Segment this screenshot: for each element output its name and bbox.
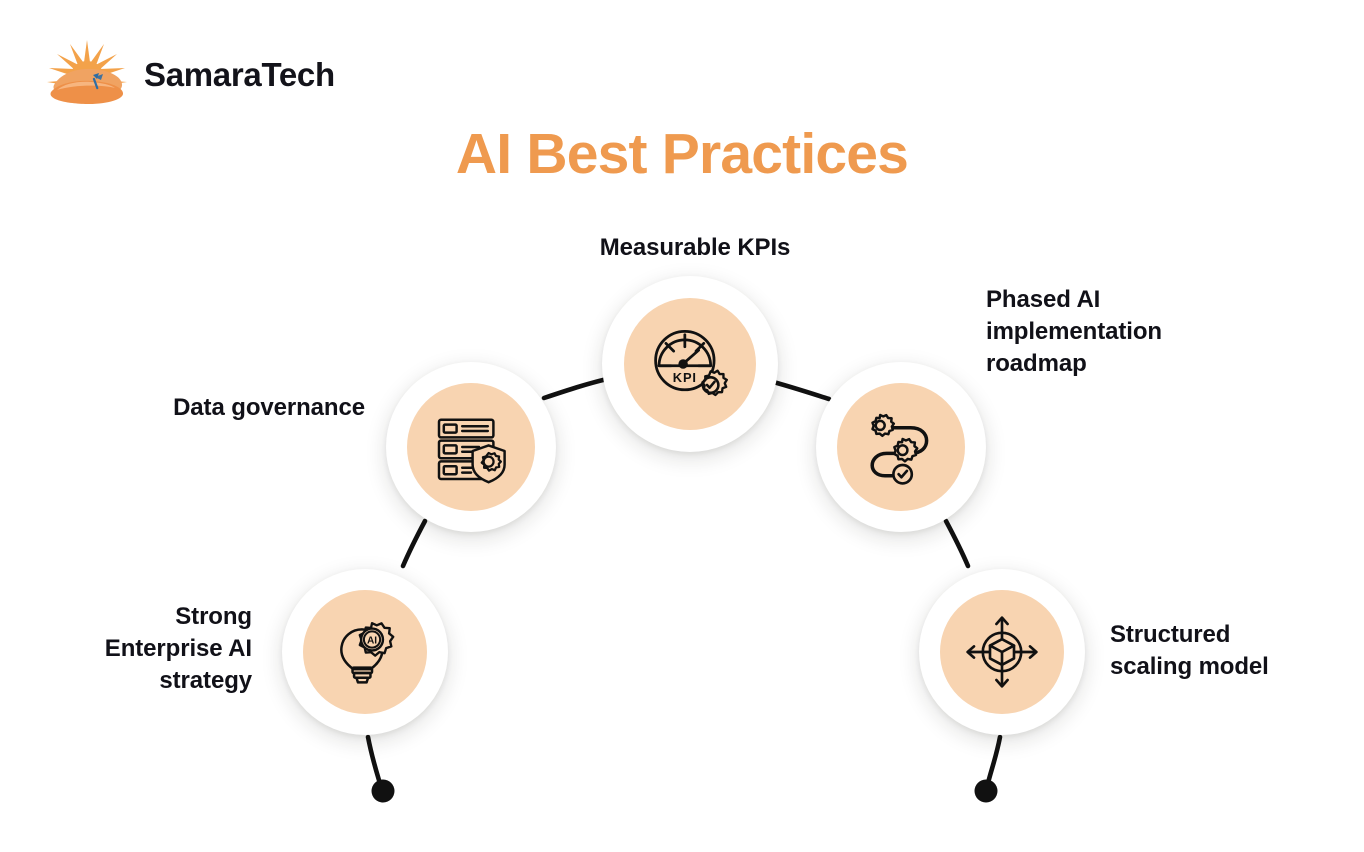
sunrise-dune-logo-icon <box>44 38 130 110</box>
brand-logo: SamaraTech <box>44 38 335 110</box>
node-scaling-label: Structured scaling model <box>1110 621 1269 680</box>
roadmap-gears-check-icon <box>861 407 941 487</box>
node-scaling-disc <box>940 590 1064 714</box>
svg-text:AI: AI <box>367 636 377 647</box>
node-governance-label: Data governance <box>173 394 365 421</box>
database-shield-gear-icon <box>431 407 511 487</box>
node-kpis[interactable]: KPI <box>602 276 778 452</box>
connector-scaling-terminal <box>984 734 1003 790</box>
svg-text:KPI: KPI <box>673 370 697 385</box>
node-strategy-disc: AI <box>303 590 427 714</box>
node-governance[interactable] <box>386 362 556 532</box>
node-governance-disc <box>407 383 535 511</box>
node-strategy[interactable]: AI <box>282 569 448 735</box>
connector-strategy-governance <box>400 518 428 569</box>
brand-name: SamaraTech <box>144 55 335 93</box>
node-kpis-label: Measurable KPIs <box>599 234 791 261</box>
node-kpis-disc: KPI <box>624 298 756 430</box>
node-roadmap[interactable] <box>816 362 986 532</box>
page-title: AI Best Practices <box>455 122 909 186</box>
lightbulb-gear-ai-icon: AI <box>326 613 404 691</box>
terminal-dot-right <box>974 779 998 803</box>
cube-expand-arrows-icon <box>962 612 1042 692</box>
node-roadmap-label: Phased AI implementation roadmap <box>986 286 1162 377</box>
connector-roadmap-scaling <box>943 518 971 569</box>
terminal-dot-left <box>371 779 395 803</box>
node-roadmap-disc <box>837 383 965 511</box>
connector-governance-kpis <box>541 376 610 401</box>
gauge-kpi-badge-icon: KPI <box>647 321 733 407</box>
node-strategy-label: Strong Enterprise AI strategy <box>104 603 252 694</box>
node-scaling[interactable] <box>919 569 1085 735</box>
connector-terminal-strategy <box>365 734 384 790</box>
